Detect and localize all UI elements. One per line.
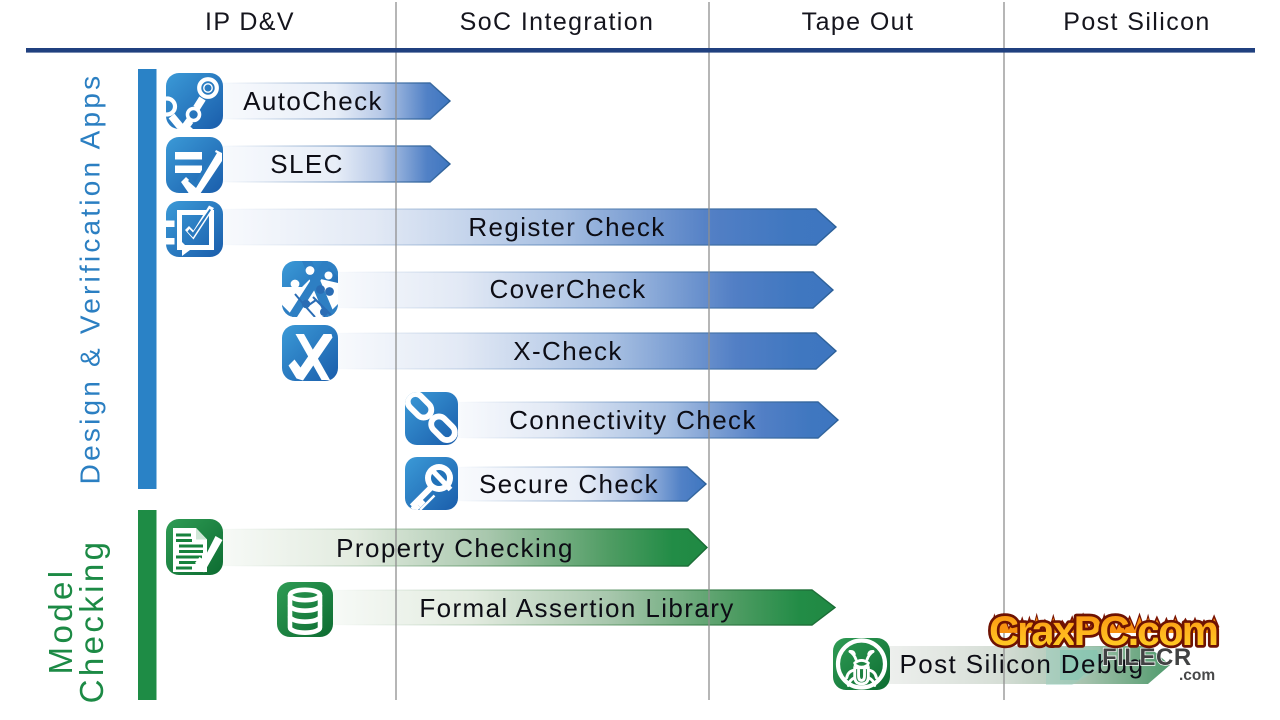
svg-text:IP D&V: IP D&V [205,8,295,36]
svg-text:Secure Check: Secure Check [479,469,659,499]
svg-text:.com: .com [1179,667,1215,684]
svg-text:Connectivity Check: Connectivity Check [509,405,757,435]
svg-text:Tape Out: Tape Out [802,8,915,36]
svg-text:Post Silicon: Post Silicon [1063,8,1210,36]
svg-text:Checking: Checking [73,539,110,704]
svg-text:Design & Verification Apps: Design & Verification Apps [75,73,106,485]
svg-text:CraxPC.com: CraxPC.com [989,607,1219,654]
svg-text:FILECR: FILECR [1102,644,1192,671]
svg-text:SLEC: SLEC [270,149,344,179]
svg-text:Model: Model [42,568,79,675]
svg-text:X-Check: X-Check [513,336,623,366]
svg-text:Property Checking: Property Checking [336,533,574,563]
svg-text:AutoCheck: AutoCheck [243,86,383,116]
svg-text:SoC Integration: SoC Integration [460,8,655,36]
svg-text:Register Check: Register Check [468,212,665,242]
svg-text:Formal Assertion Library: Formal Assertion Library [419,593,734,623]
svg-text:CoverCheck: CoverCheck [489,274,646,304]
svg-text:Post Silicon Debug: Post Silicon Debug [900,649,1145,679]
